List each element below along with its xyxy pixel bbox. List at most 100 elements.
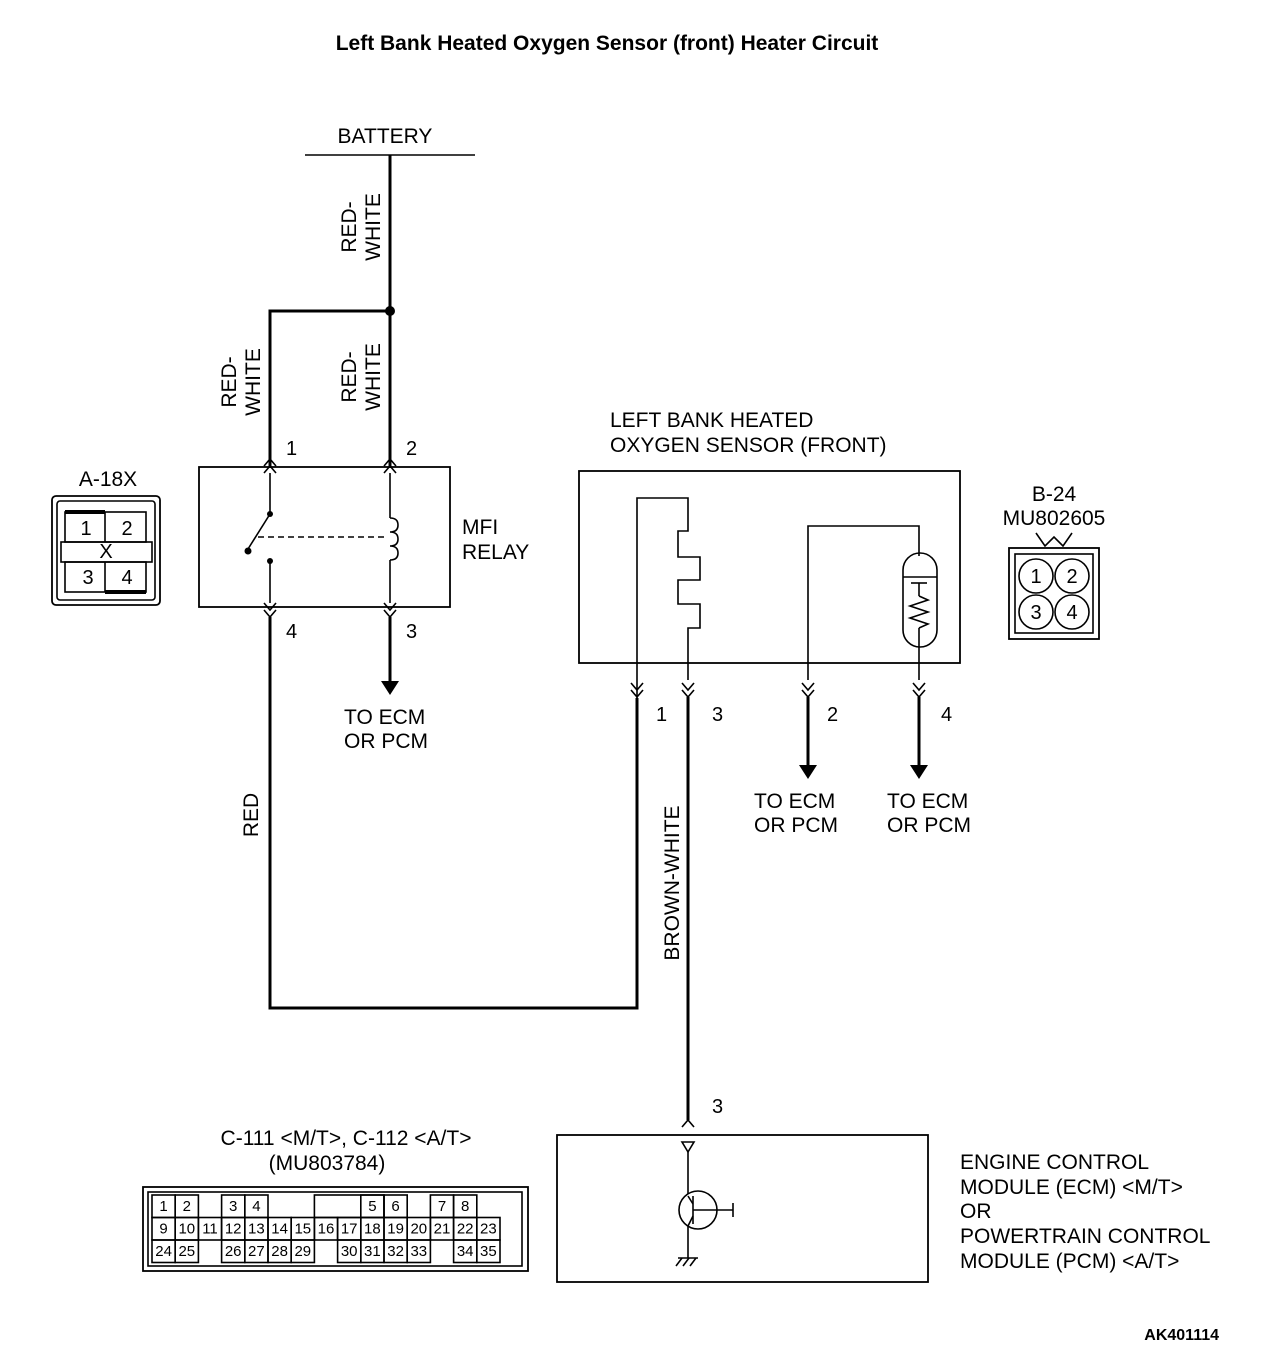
sensor-connector-part: MU802605	[1003, 507, 1106, 530]
relay-terminal-4-mark	[263, 602, 277, 612]
sensor-pin-2-label: 2	[827, 704, 838, 726]
ecm-connector-pin-label: 34	[457, 1243, 474, 1260]
ecm-connector-pin-label: 25	[178, 1243, 195, 1260]
ecm-connector-pin-label: 17	[341, 1221, 358, 1238]
mfi-relay-name-line1: MFI	[462, 516, 498, 539]
ecm-connector-pin-label: 20	[410, 1221, 427, 1238]
relay-connector-id: A-18X	[79, 468, 137, 491]
relay-pin1-wire	[268, 309, 390, 468]
sensor-pin2-output-line1: TO ECM	[754, 790, 835, 813]
ecm-name-line4: POWERTRAIN CONTROL	[960, 1225, 1210, 1248]
ecm-name-line3: OR	[960, 1200, 992, 1223]
ecm-connector-pin-label: 30	[341, 1243, 358, 1260]
red-wire-label: RED	[240, 793, 263, 837]
ecm-connector-pin-label: 32	[387, 1243, 404, 1260]
ecm-connector-pin-label: 24	[155, 1243, 172, 1260]
mfi-relay-box	[198, 466, 451, 608]
relay-pin1-wire-label: RED- WHITE	[218, 348, 265, 416]
ecm-name-line2: MODULE (ECM) <M/T>	[960, 1176, 1183, 1199]
relay-output-arrow	[381, 681, 399, 695]
ecm-connector-pin-label: 15	[294, 1221, 311, 1238]
relay-pin-1-label: 1	[286, 438, 297, 460]
sensor-connector-pin-1: 1	[1030, 566, 1041, 588]
relay-coil	[389, 517, 399, 561]
ecm-connector-pin-label: 27	[248, 1243, 265, 1260]
battery-feed-wire-label: RED- WHITE	[338, 193, 385, 261]
svg-text:RED-: RED-	[338, 201, 361, 252]
brown-white-wire-label: BROWN-WHITE	[661, 805, 684, 960]
ecm-connector-outline	[142, 1186, 529, 1272]
ecm-connector-pin-label: 29	[294, 1243, 311, 1260]
ecm-connector-pin-label: 12	[225, 1221, 242, 1238]
ecm-connector-pin-label: 2	[183, 1198, 191, 1215]
ecm-connector-cell	[475, 1239, 501, 1264]
sensor-pin-4-label: 4	[941, 704, 952, 726]
sensor-terminal-3-mark	[681, 682, 695, 692]
ecm-terminal-mark	[681, 1118, 695, 1128]
relay-pin-4-label: 4	[286, 621, 297, 643]
battery-label: BATTERY	[338, 125, 433, 148]
sensor-signal-lead	[807, 525, 920, 680]
red-wire	[268, 617, 639, 1010]
diagram-title: Left Bank Heated Oxygen Sensor (front) H…	[336, 32, 879, 55]
sensor-terminal-4-mark	[912, 682, 926, 692]
sensor-name-line2: OXYGEN SENSOR (FRONT)	[610, 434, 887, 457]
svg-text:WHITE: WHITE	[362, 343, 385, 411]
sensor-pin4-output-line2: OR PCM	[887, 814, 971, 837]
sensor-resistor	[907, 595, 931, 629]
ecm-connector-pin-label: 10	[178, 1221, 195, 1238]
ecm-connector-blank-cavity	[313, 1194, 385, 1219]
svg-text:RED: RED	[240, 793, 263, 837]
sensor-pin4-output-line1: TO ECM	[887, 790, 968, 813]
mfi-relay-name-line2: RELAY	[462, 541, 529, 564]
ecm-connector-cell	[174, 1239, 200, 1264]
ecm-connector-pin-label: 5	[368, 1198, 376, 1215]
relay-connector-outline	[51, 495, 161, 606]
ecm-connector-pin-label: 16	[318, 1221, 335, 1238]
svg-text:RED-: RED-	[338, 351, 361, 402]
ecm-connector-pin-label: 18	[364, 1221, 381, 1238]
sensor-pin4-arrow	[910, 765, 928, 779]
relay-connector-pin-2: 2	[121, 518, 132, 540]
relay-terminal-2-mark	[383, 457, 397, 467]
ecm-connector-pin-label: 23	[480, 1221, 497, 1238]
ecm-name-line1: ENGINE CONTROL	[960, 1151, 1149, 1174]
ecm-connector-pin-label: 35	[480, 1243, 497, 1260]
relay-connector-pin-1: 1	[80, 518, 91, 540]
sensor-connector-outline	[1008, 547, 1100, 640]
ecm-connector-pin-label: 26	[225, 1243, 242, 1260]
relay-pin-2-label: 2	[406, 438, 417, 460]
ecm-connector-pin-label: 1	[159, 1198, 167, 1215]
ecm-connector-pin-label: 6	[391, 1198, 399, 1215]
relay-pin2-wire-label: RED- WHITE	[338, 343, 385, 411]
ecm-connector-title-line2: (MU803784)	[269, 1152, 386, 1175]
ecm-connector-pin-label: 3	[229, 1198, 237, 1215]
ecm-connector-pin-label: 22	[457, 1221, 474, 1238]
ecm-pin-label: 3	[712, 1096, 723, 1118]
ecm-connector-pin-label: 8	[461, 1198, 469, 1215]
ecm-connector-pin-label: 14	[271, 1221, 288, 1238]
sensor-name-line1: LEFT BANK HEATED	[610, 409, 813, 432]
sensor-pin-3-label: 3	[712, 704, 723, 726]
relay-switch-arm	[247, 513, 271, 550]
ecm-connector-pin-label: 31	[364, 1243, 381, 1260]
sensor-connector-pin-4: 4	[1066, 602, 1077, 624]
svg-text:RED-: RED-	[218, 356, 241, 407]
relay-switch-pivot	[244, 547, 252, 555]
figure-id: AK401114	[1144, 1327, 1219, 1344]
ecm-connector-pin-label: 33	[410, 1243, 427, 1260]
ecm-box	[556, 1134, 929, 1283]
relay-connector-pin-3: 3	[82, 567, 93, 589]
ecm-connector-cell	[406, 1239, 432, 1264]
ecm-connector-pin-label: 13	[248, 1221, 265, 1238]
sensor-pin-1-label: 1	[656, 704, 667, 726]
sensor-connector-pin-3: 3	[1030, 602, 1041, 624]
sensor-connector-id: B-24	[1032, 483, 1077, 506]
svg-text:WHITE: WHITE	[362, 193, 385, 261]
svg-text:BROWN-WHITE: BROWN-WHITE	[661, 805, 684, 960]
ecm-name-line5: MODULE (PCM) <A/T>	[960, 1250, 1179, 1273]
ecm-connector-cell	[290, 1239, 316, 1264]
relay-output-label-line2: OR PCM	[344, 730, 428, 753]
